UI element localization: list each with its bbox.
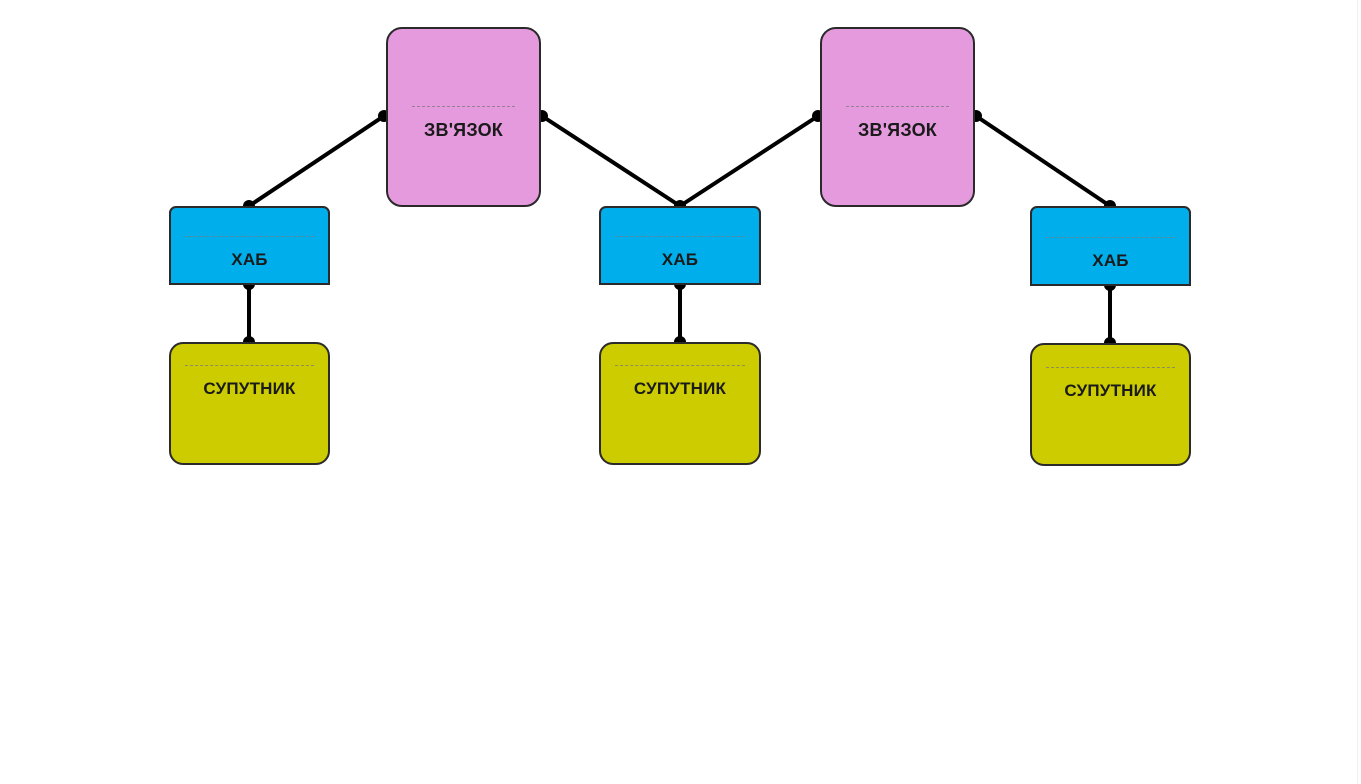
satellite-entity-3[interactable]: СУПУТНИК — [1030, 343, 1191, 466]
hub-entity-1-label: ХАБ — [231, 250, 268, 269]
canvas-edge-line — [1357, 0, 1358, 784]
hub-entity-1-divider — [185, 236, 314, 237]
link-entity-2-divider — [846, 106, 949, 107]
satellite-entity-1[interactable]: СУПУТНИК — [169, 342, 330, 465]
hub-entity-3-divider — [1046, 237, 1175, 238]
satellite-entity-3-divider — [1046, 367, 1175, 368]
hub-entity-2-label: ХАБ — [661, 250, 699, 269]
link-entity-1[interactable]: ЗВ'ЯЗОК — [386, 27, 541, 207]
edge-link2-hub2 — [678, 114, 820, 208]
link-entity-2-label: ЗВ'ЯЗОК — [858, 120, 937, 140]
hub-entity-2[interactable]: ХАБ — [599, 206, 761, 285]
satellite-entity-2-divider — [615, 365, 745, 366]
hub-entity-3-label: ХАБ — [1092, 251, 1129, 270]
hub-entity-3[interactable]: ХАБ — [1030, 206, 1191, 286]
hub-entity-2-divider — [615, 236, 745, 237]
satellite-entity-1-divider — [185, 365, 314, 366]
link-entity-2[interactable]: ЗВ'ЯЗОК — [820, 27, 975, 207]
satellite-entity-2[interactable]: СУПУТНИК — [599, 342, 761, 465]
edge-link2-hub3 — [974, 114, 1112, 208]
link-entity-1-divider — [412, 106, 515, 107]
edge-link1-hub1 — [247, 114, 386, 208]
link-entity-1-label: ЗВ'ЯЗОК — [424, 120, 503, 140]
edge-link1-hub2 — [540, 114, 682, 208]
satellite-entity-2-label: СУПУТНИК — [633, 379, 727, 398]
hub-entity-1[interactable]: ХАБ — [169, 206, 330, 285]
satellite-entity-3-label: СУПУТНИК — [1064, 381, 1157, 400]
satellite-entity-1-label: СУПУТНИК — [203, 379, 296, 398]
